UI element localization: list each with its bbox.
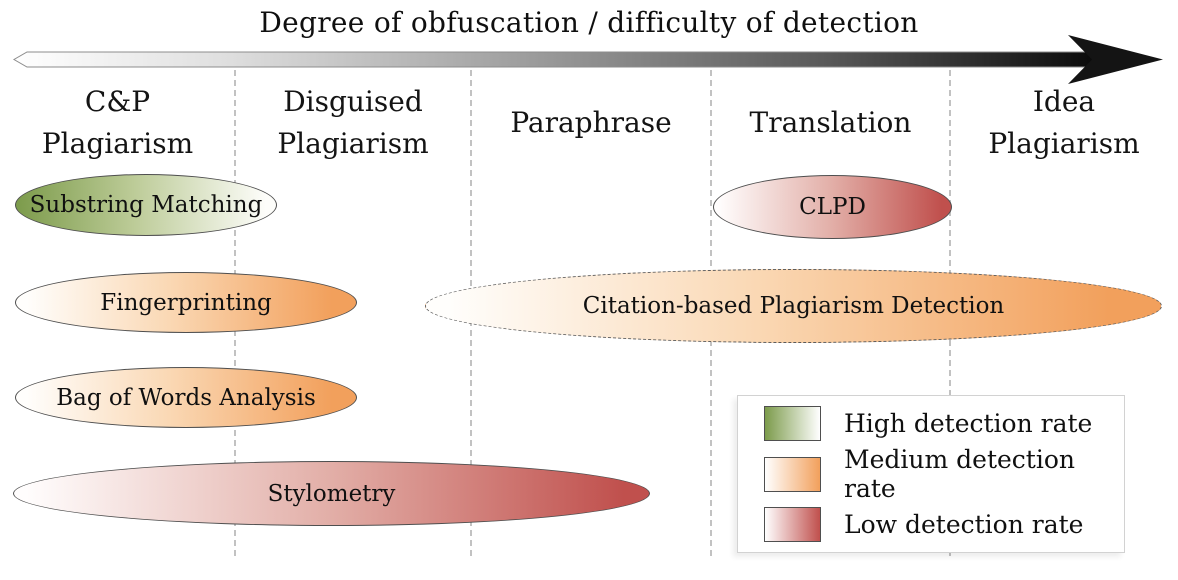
category-label-disguised-plagiarism: Disguised Plagiarism [277,85,429,160]
low-detection-swatch [764,507,821,542]
method-ellipse-bag-of-words-analysis: Bag of Words Analysis [15,367,357,428]
method-ellipse-fingerprinting: Fingerprinting [15,272,357,333]
axis-shaft [12,51,1097,68]
legend-label-low: Low detection rate [844,510,1084,539]
diagram-title: Degree of obfuscation / difficulty of de… [259,6,919,39]
method-ellipse-substring-matching: Substring Matching [15,174,277,236]
category-label-idea-plagiarism: Idea Plagiarism [988,85,1140,160]
legend-label-medium: Medium detection rate [844,445,1075,503]
obfuscation-axis-arrow [12,35,1163,84]
legend-item-medium: Medium detection rate [738,445,1124,503]
method-ellipse-citation-based-plagiarism-detection: Citation-based Plagiarism Detection [425,269,1162,343]
method-ellipse-clpd: CLPD [713,175,952,239]
high-detection-swatch [764,406,821,441]
legend-label-high: High detection rate [844,409,1093,438]
medium-detection-swatch [764,456,821,492]
method-ellipse-stylometry: Stylometry [13,461,650,526]
category-label-translation: Translation [749,106,912,139]
legend-box: High detection rate Medium detection rat… [737,395,1125,553]
category-label-cp-plagiarism: C&P Plagiarism [41,85,194,160]
axis-arrowhead [1068,35,1163,84]
legend-item-low: Low detection rate [738,507,1124,542]
category-label-paraphrase: Paraphrase [510,106,672,139]
legend-item-high: High detection rate [738,406,1124,441]
